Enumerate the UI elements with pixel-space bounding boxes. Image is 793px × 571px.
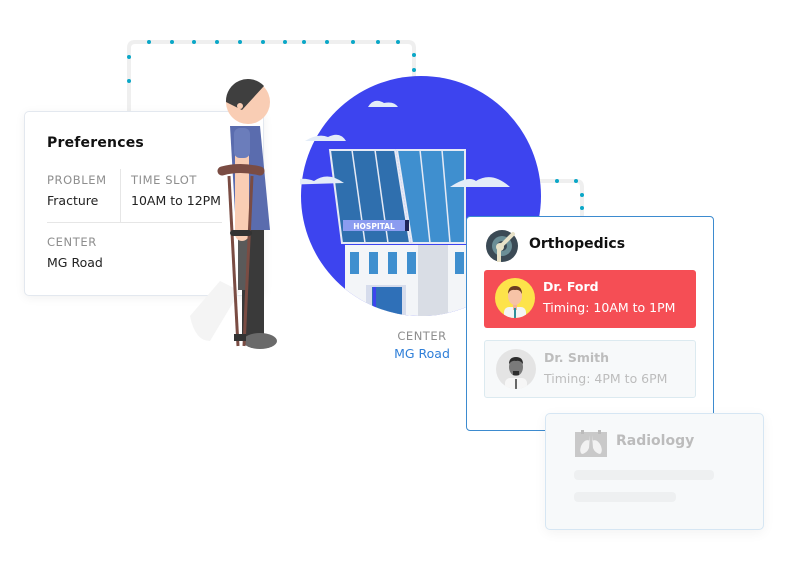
timeslot-value: 10AM to 12PM xyxy=(131,193,221,208)
orthopedics-card: Orthopedics Dr. Ford Timing: 10AM to 1PM xyxy=(466,216,714,431)
divider xyxy=(47,222,222,223)
center-label: CENTER xyxy=(47,235,97,249)
lungs-xray-icon xyxy=(575,430,607,457)
problem-value: Fracture xyxy=(47,193,99,208)
bone-joint-icon xyxy=(486,230,518,262)
doctor-name: Dr. Smith xyxy=(544,350,610,365)
problem-label: PROBLEM xyxy=(47,173,107,187)
patient-illustration xyxy=(190,79,277,349)
orthopedics-title: Orthopedics xyxy=(529,236,626,252)
doctor-avatar-icon xyxy=(495,278,535,318)
center-value: MG Road xyxy=(47,255,103,270)
divider xyxy=(120,169,121,222)
hospital-center-label: CENTER xyxy=(397,329,447,343)
hospital-sign: HOSPITAL xyxy=(353,222,395,231)
radiology-card[interactable]: Radiology xyxy=(545,413,764,530)
timeslot-label: TIME SLOT xyxy=(131,173,198,187)
doctor-name: Dr. Ford xyxy=(543,279,599,294)
doctor-option-smith[interactable]: Dr. Smith Timing: 4PM to 6PM xyxy=(484,340,696,398)
doctor-avatar-icon xyxy=(496,349,536,389)
doctor-timing: Timing: 10AM to 1PM xyxy=(543,300,676,315)
doctor-timing: Timing: 4PM to 6PM xyxy=(544,371,668,386)
preferences-title: Preferences xyxy=(47,135,144,151)
doctor-option-ford[interactable]: Dr. Ford Timing: 10AM to 1PM xyxy=(484,270,696,328)
hospital-center-link[interactable]: MG Road xyxy=(394,346,450,361)
skeleton-placeholder xyxy=(574,492,676,502)
skeleton-placeholder xyxy=(574,470,714,480)
radiology-title: Radiology xyxy=(616,433,695,449)
